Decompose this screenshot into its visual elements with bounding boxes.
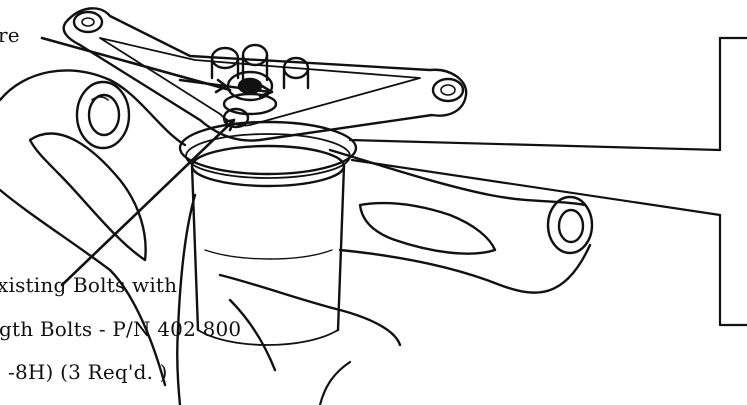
- callout-bottom-line-2: gth Bolts - P/N 402 800: [0, 317, 242, 341]
- triangular-plate: [62, 7, 468, 142]
- yoke-left-boss: [75, 80, 131, 150]
- hub-cylinder: [178, 120, 358, 346]
- yoke-left-arm: [0, 69, 197, 405]
- callout-bottom-line-3: -8H) (3 Req'd. ): [8, 360, 168, 384]
- bottom-curve: [318, 360, 352, 405]
- yoke-right-boss: [546, 195, 594, 255]
- callout-connectors: [348, 36, 747, 327]
- leader-lines: [40, 36, 274, 287]
- callout-bottom-line-1: xisting Bolts with: [0, 273, 178, 297]
- yoke-right-arm: [218, 148, 592, 372]
- callout-top-label: re: [0, 23, 20, 47]
